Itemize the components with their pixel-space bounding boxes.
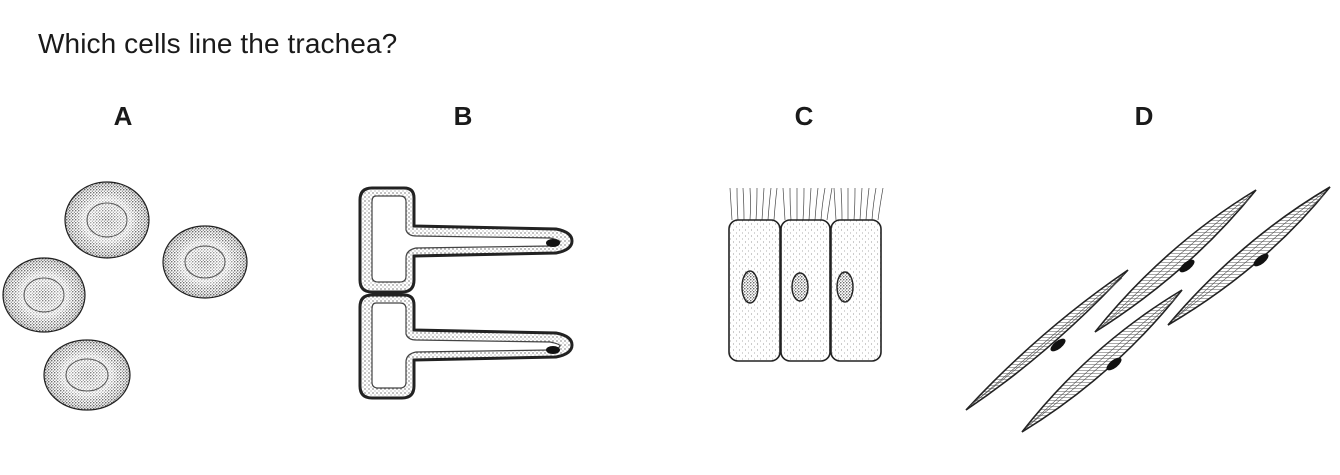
- red-blood-cells-figure: [2, 181, 248, 411]
- nucleus: [791, 272, 809, 302]
- nucleus: [836, 271, 854, 303]
- red-blood-cell: [43, 339, 131, 411]
- red-blood-cell: [2, 257, 86, 333]
- option-label-d: D: [1134, 101, 1154, 131]
- nucleus: [1253, 253, 1269, 267]
- smooth-muscle-cell: [1167, 186, 1331, 326]
- nucleus: [546, 239, 560, 247]
- option-label-a: A: [113, 101, 133, 131]
- nucleus: [1179, 259, 1195, 273]
- cilia: [729, 187, 884, 221]
- nucleus: [1106, 357, 1122, 371]
- smooth-muscle-cell: [1094, 189, 1257, 333]
- question-text: Which cells line the trachea?: [38, 28, 398, 59]
- epithelial-cell: [728, 219, 781, 362]
- root-hair-cell: [358, 186, 574, 294]
- root-hair-cell: [358, 293, 574, 400]
- smooth-muscle-cell: [965, 269, 1129, 411]
- red-blood-cell: [162, 225, 248, 299]
- epithelial-cell: [780, 219, 831, 362]
- smooth-muscle-cells-figure: [965, 186, 1331, 433]
- epithelial-cell: [830, 219, 882, 362]
- option-label-c: C: [794, 101, 814, 131]
- nucleus: [741, 270, 759, 304]
- red-blood-cell: [64, 181, 150, 259]
- ciliated-epithelial-cells-figure: [728, 187, 884, 362]
- nucleus: [546, 346, 560, 354]
- root-hair-cells-figure: [358, 186, 574, 400]
- smooth-muscle-cell: [1021, 289, 1183, 433]
- option-label-b: B: [453, 101, 473, 131]
- nucleus: [1050, 338, 1066, 352]
